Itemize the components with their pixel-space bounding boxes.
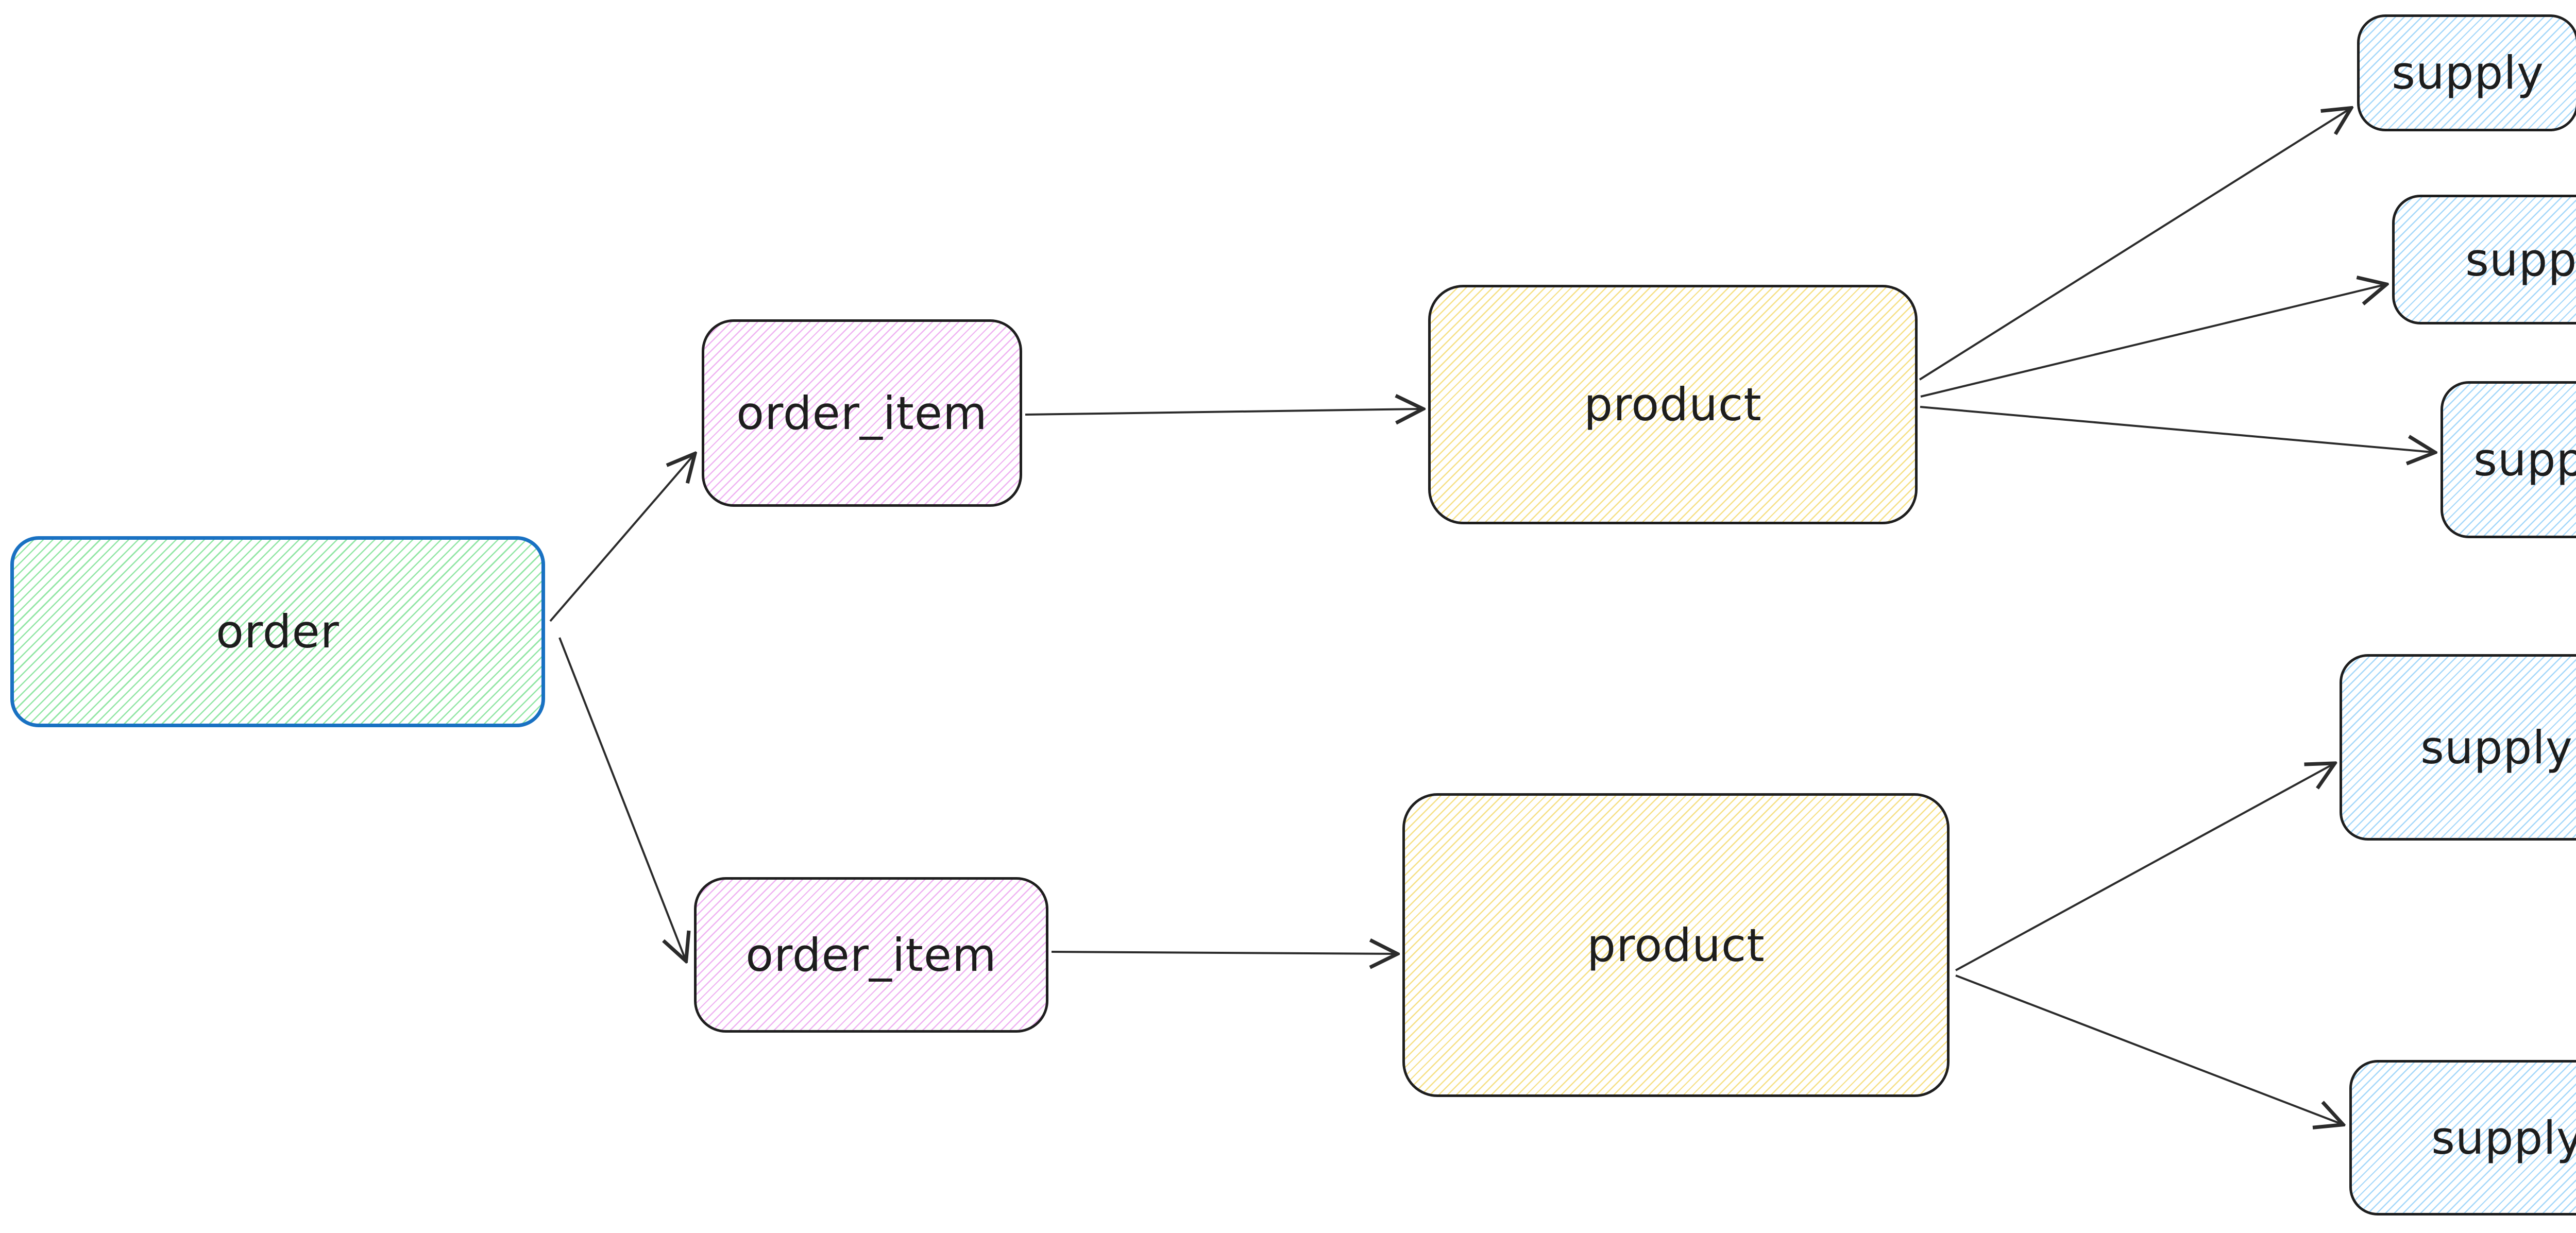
node-supply-2[interactable]: supply — [2392, 195, 2576, 324]
arrow-product-1-to-supply-3[interactable] — [1920, 406, 2433, 452]
node-product-2-label: product — [1587, 918, 1765, 972]
arrow-order-to-order-item-1[interactable] — [549, 455, 693, 622]
node-product-2[interactable]: product — [1402, 793, 1950, 1097]
node-supply-1-label: supply — [2392, 46, 2544, 99]
arrow-product-1-to-supply-2[interactable] — [1920, 285, 2384, 398]
node-supply-5-label: supply — [2431, 1111, 2576, 1164]
node-supply-3[interactable]: supply — [2441, 381, 2576, 538]
node-order-label: order — [216, 605, 340, 658]
arrow-product-2-to-supply-5[interactable] — [1955, 974, 2341, 1124]
node-product-1[interactable]: product — [1428, 285, 1918, 524]
node-order-item-2-label: order_item — [745, 928, 997, 982]
node-order-item-2[interactable]: order_item — [694, 877, 1048, 1033]
node-supply-2-label: supply — [2465, 233, 2576, 286]
arrow-product-1-to-supply-1[interactable] — [1919, 109, 2349, 381]
node-supply-3-label: supply — [2473, 433, 2576, 486]
node-supply-4-label: supply — [2420, 721, 2573, 774]
arrow-order-to-order-item-2[interactable] — [558, 637, 685, 959]
node-supply-5[interactable]: supply — [2349, 1060, 2576, 1215]
arrow-order-item-2-to-product-2[interactable] — [1051, 952, 1395, 954]
node-order[interactable]: order — [10, 536, 545, 727]
node-product-1-label: product — [1584, 378, 1762, 431]
node-supply-4[interactable]: supply — [2340, 654, 2576, 841]
arrow-order-item-1-to-product-1[interactable] — [1025, 409, 1421, 415]
node-supply-1[interactable]: supply — [2357, 14, 2576, 131]
node-order-item-1[interactable]: order_item — [702, 319, 1022, 507]
node-order-item-1-label: order_item — [736, 386, 988, 440]
arrow-product-2-to-supply-4[interactable] — [1955, 764, 2333, 971]
